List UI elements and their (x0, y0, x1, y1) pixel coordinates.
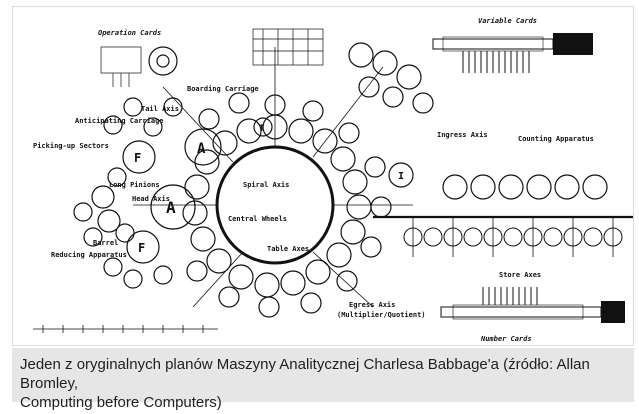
label-spiral-axis: Spiral Axis (243, 181, 289, 189)
top-barrel-mechanism (252, 28, 324, 66)
scale-bar (33, 325, 218, 333)
wheel-a-lower: A (166, 198, 176, 217)
store-section (373, 174, 633, 257)
caption-line-2: Computing before Computers) (20, 394, 222, 411)
label-long-pinions: Long Pinions (109, 181, 160, 189)
babbage-plan-image: Spiral Axis Central Wheels (12, 6, 634, 346)
left-gear-cluster (73, 97, 183, 289)
svg-text:Variable Cards: Variable Cards (478, 17, 537, 25)
operation-cards-block: Operation Cards (98, 29, 178, 87)
label-counting-apparatus: Counting Apparatus (518, 135, 594, 143)
wheel-t: T (259, 124, 265, 134)
svg-text:Operation Cards: Operation Cards (98, 29, 161, 37)
label-tail-axis: Tail Axis (141, 105, 179, 113)
label-boarding-carriage: Boarding Carriage (187, 85, 259, 93)
label-multiplier-quotient: (Multiplier/Quotient) (337, 311, 426, 319)
label-table-axes: Table Axes (267, 245, 309, 253)
number-cards-block: Number Cards (440, 287, 625, 343)
label-central-wheels: Central Wheels (228, 215, 287, 223)
caption-line-1: Jeden z oryginalnych planów Maszyny Anal… (20, 356, 590, 392)
analytical-engine-diagram: Spiral Axis Central Wheels (33, 17, 633, 343)
svg-text:Number Cards: Number Cards (480, 335, 532, 343)
caption-bar: Jeden z oryginalnych planów Maszyny Anal… (12, 348, 634, 411)
wheel-a-upper: A (197, 141, 206, 157)
label-reducing-apparatus: Reducing Apparatus (51, 251, 127, 259)
label-store-axes: Store Axes (499, 271, 541, 279)
wheel-f-lower: F (138, 241, 145, 255)
wheel-f-upper: F (134, 151, 141, 165)
wheel-i: I (398, 171, 404, 182)
label-barrel: Barrel (93, 239, 118, 247)
outer-gear-ring (182, 92, 392, 318)
variable-cards-block: Variable Cards (432, 17, 593, 73)
label-egress-axis: Egress Axis (349, 301, 395, 309)
label-head-axis: Head Axis (132, 195, 170, 203)
label-ingress-axis: Ingress Axis (437, 131, 488, 139)
label-anticipating-carriage: Anticipating Carriage (75, 117, 164, 125)
top-right-gears (348, 42, 434, 114)
label-picking-up-sectors: Picking-up Sectors (33, 142, 109, 150)
